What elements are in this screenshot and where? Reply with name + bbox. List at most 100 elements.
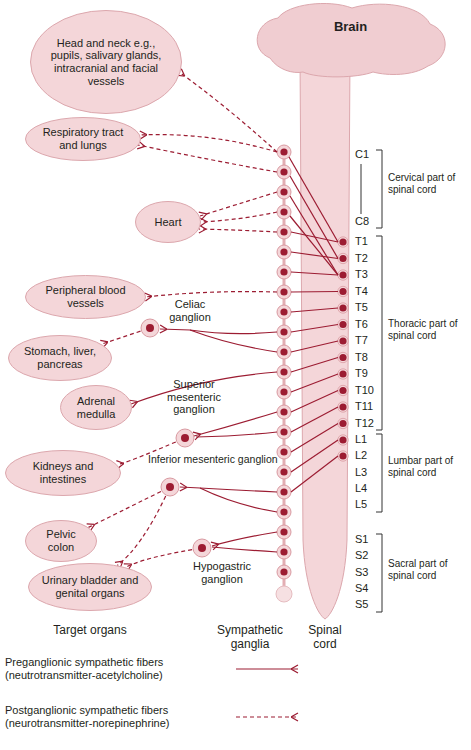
postganglionic-fiber bbox=[200, 192, 277, 216]
organ-node: Heart bbox=[135, 201, 201, 243]
segment-label: L2 bbox=[355, 449, 383, 462]
chain-ganglion bbox=[277, 505, 291, 519]
ganglion-circle bbox=[141, 319, 159, 337]
segment-label: L1 bbox=[355, 433, 383, 446]
segment-label: T5 bbox=[355, 301, 383, 314]
organ-label: Peripheral blood vessels bbox=[38, 284, 134, 309]
postganglionic-fiber bbox=[140, 135, 277, 152]
region-bracket bbox=[376, 534, 382, 612]
organ-label: Urinary bladder and genital organs bbox=[38, 574, 142, 599]
preganglionic-fiber bbox=[291, 341, 338, 352]
chain-ganglion bbox=[277, 185, 291, 199]
brain-node: Brain bbox=[248, 0, 453, 80]
organ-ellipse bbox=[29, 564, 152, 611]
ganglion-core bbox=[181, 434, 189, 442]
preganglionic-fiber bbox=[160, 329, 190, 330]
segment-label: S4 bbox=[355, 582, 383, 595]
segment-label: T4 bbox=[355, 285, 383, 298]
ganglion-label: Hypogastric ganglion bbox=[186, 560, 258, 585]
text-wrap: Celiac ganglion bbox=[162, 298, 218, 323]
cord-neuron bbox=[338, 286, 348, 296]
preganglionic-fiber bbox=[291, 424, 338, 453]
chain-ganglia bbox=[276, 145, 292, 602]
node-outline bbox=[192, 538, 212, 558]
legend-sample bbox=[234, 663, 300, 675]
preganglionic-fiber bbox=[200, 488, 277, 492]
ganglion-circle bbox=[176, 429, 194, 447]
organ-ellipse bbox=[136, 202, 201, 243]
node-outline bbox=[248, 0, 453, 80]
cervical-range-line bbox=[361, 164, 362, 214]
ganglion-label: Inferior mesenteric ganglion bbox=[148, 453, 288, 465]
cord-neuron bbox=[338, 435, 348, 445]
text-wrap: Hypogastric ganglion bbox=[186, 560, 258, 585]
region-label: Lumbar part of spinal cord bbox=[388, 455, 471, 478]
cord-neuron bbox=[338, 385, 348, 395]
segment-label: L3 bbox=[355, 466, 383, 479]
column-heading: Sympathetic ganglia bbox=[205, 624, 295, 652]
column-heading: Target organs bbox=[30, 624, 150, 638]
organ-node: Respiratory tract and lungs bbox=[25, 117, 141, 161]
ganglion-core bbox=[198, 544, 206, 552]
organ-node: Urinary bladder and genital organs bbox=[28, 563, 152, 611]
ganglion-core bbox=[146, 324, 154, 332]
chain-ganglion bbox=[277, 405, 291, 419]
node-outline bbox=[140, 318, 160, 338]
organ-node: Adrenal medulla bbox=[60, 385, 132, 430]
segment-label: T9 bbox=[355, 367, 383, 380]
postganglionic-fiber bbox=[200, 212, 277, 222]
cord-neuron bbox=[338, 303, 348, 313]
preganglionic-fiber bbox=[196, 432, 277, 437]
preganglionic-fiber bbox=[289, 157, 338, 242]
segment-label: T11 bbox=[355, 400, 383, 413]
spinal-cord bbox=[300, 55, 350, 619]
text-wrap: Respiratory tract and lungs bbox=[25, 117, 141, 161]
organ-label: Respiratory tract and lungs bbox=[35, 126, 131, 151]
preganglionic-fiber bbox=[291, 358, 338, 373]
organ-node: Peripheral blood vessels bbox=[25, 275, 146, 319]
postganglionic-fiber bbox=[88, 491, 161, 527]
organ-ellipse bbox=[26, 118, 141, 161]
segment-label: T1 bbox=[355, 235, 383, 248]
preganglionic-fiber bbox=[291, 325, 338, 333]
organ-label: Pelvic colon bbox=[36, 528, 86, 553]
preganglionic-fiber bbox=[291, 291, 338, 293]
organ-node: Stomach, liver, pancreas bbox=[8, 335, 112, 381]
preganglionic-fiber bbox=[212, 532, 277, 546]
region-label: Cervical part of spinal cord bbox=[388, 172, 471, 195]
cord-neuron bbox=[338, 237, 348, 247]
legend-text: Postganglionic sympathetic fibers (neuro… bbox=[5, 704, 210, 729]
segment-label: T12 bbox=[355, 417, 383, 430]
organ-ellipse bbox=[9, 336, 112, 381]
organ-label: Adrenal medulla bbox=[68, 395, 124, 420]
preganglionic-fiber bbox=[200, 488, 277, 512]
cord-neuron bbox=[338, 336, 348, 346]
chain-ganglion bbox=[277, 285, 291, 299]
ganglion-node: Superior mesenteric ganglion bbox=[175, 428, 195, 448]
preganglionic-fiber bbox=[290, 216, 338, 275]
preganglionic-fiber bbox=[212, 547, 277, 552]
node-outline bbox=[175, 428, 195, 448]
chain-ganglion bbox=[277, 525, 291, 539]
segment-label: T3 bbox=[355, 268, 383, 281]
segment-label: T6 bbox=[355, 318, 383, 331]
text-wrap: Pelvic colon bbox=[25, 520, 97, 562]
segment-label: C1 bbox=[355, 148, 383, 161]
chain-ganglion bbox=[277, 385, 291, 399]
chain-ganglion bbox=[277, 425, 291, 439]
ganglion-label: Celiac ganglion bbox=[162, 298, 218, 323]
organ-label: Stomach, liver, pancreas bbox=[17, 345, 103, 370]
organ-node: Pelvic colon bbox=[25, 520, 97, 562]
chain-ganglion bbox=[277, 545, 291, 559]
node-outline bbox=[160, 477, 180, 497]
preganglionic-fibers bbox=[131, 157, 338, 552]
cord-neuron bbox=[338, 253, 348, 263]
segment-label: T10 bbox=[355, 384, 383, 397]
organ-node: Kidneys and intestines bbox=[5, 450, 121, 496]
postganglionic-fiber bbox=[102, 331, 141, 344]
chain-ganglion bbox=[277, 485, 291, 499]
cord-neuron bbox=[338, 451, 348, 461]
region-bracket bbox=[376, 236, 382, 430]
text-wrap: Head and neck e.g., pupils, salivary gla… bbox=[30, 10, 182, 114]
cord-neuron bbox=[338, 352, 348, 362]
